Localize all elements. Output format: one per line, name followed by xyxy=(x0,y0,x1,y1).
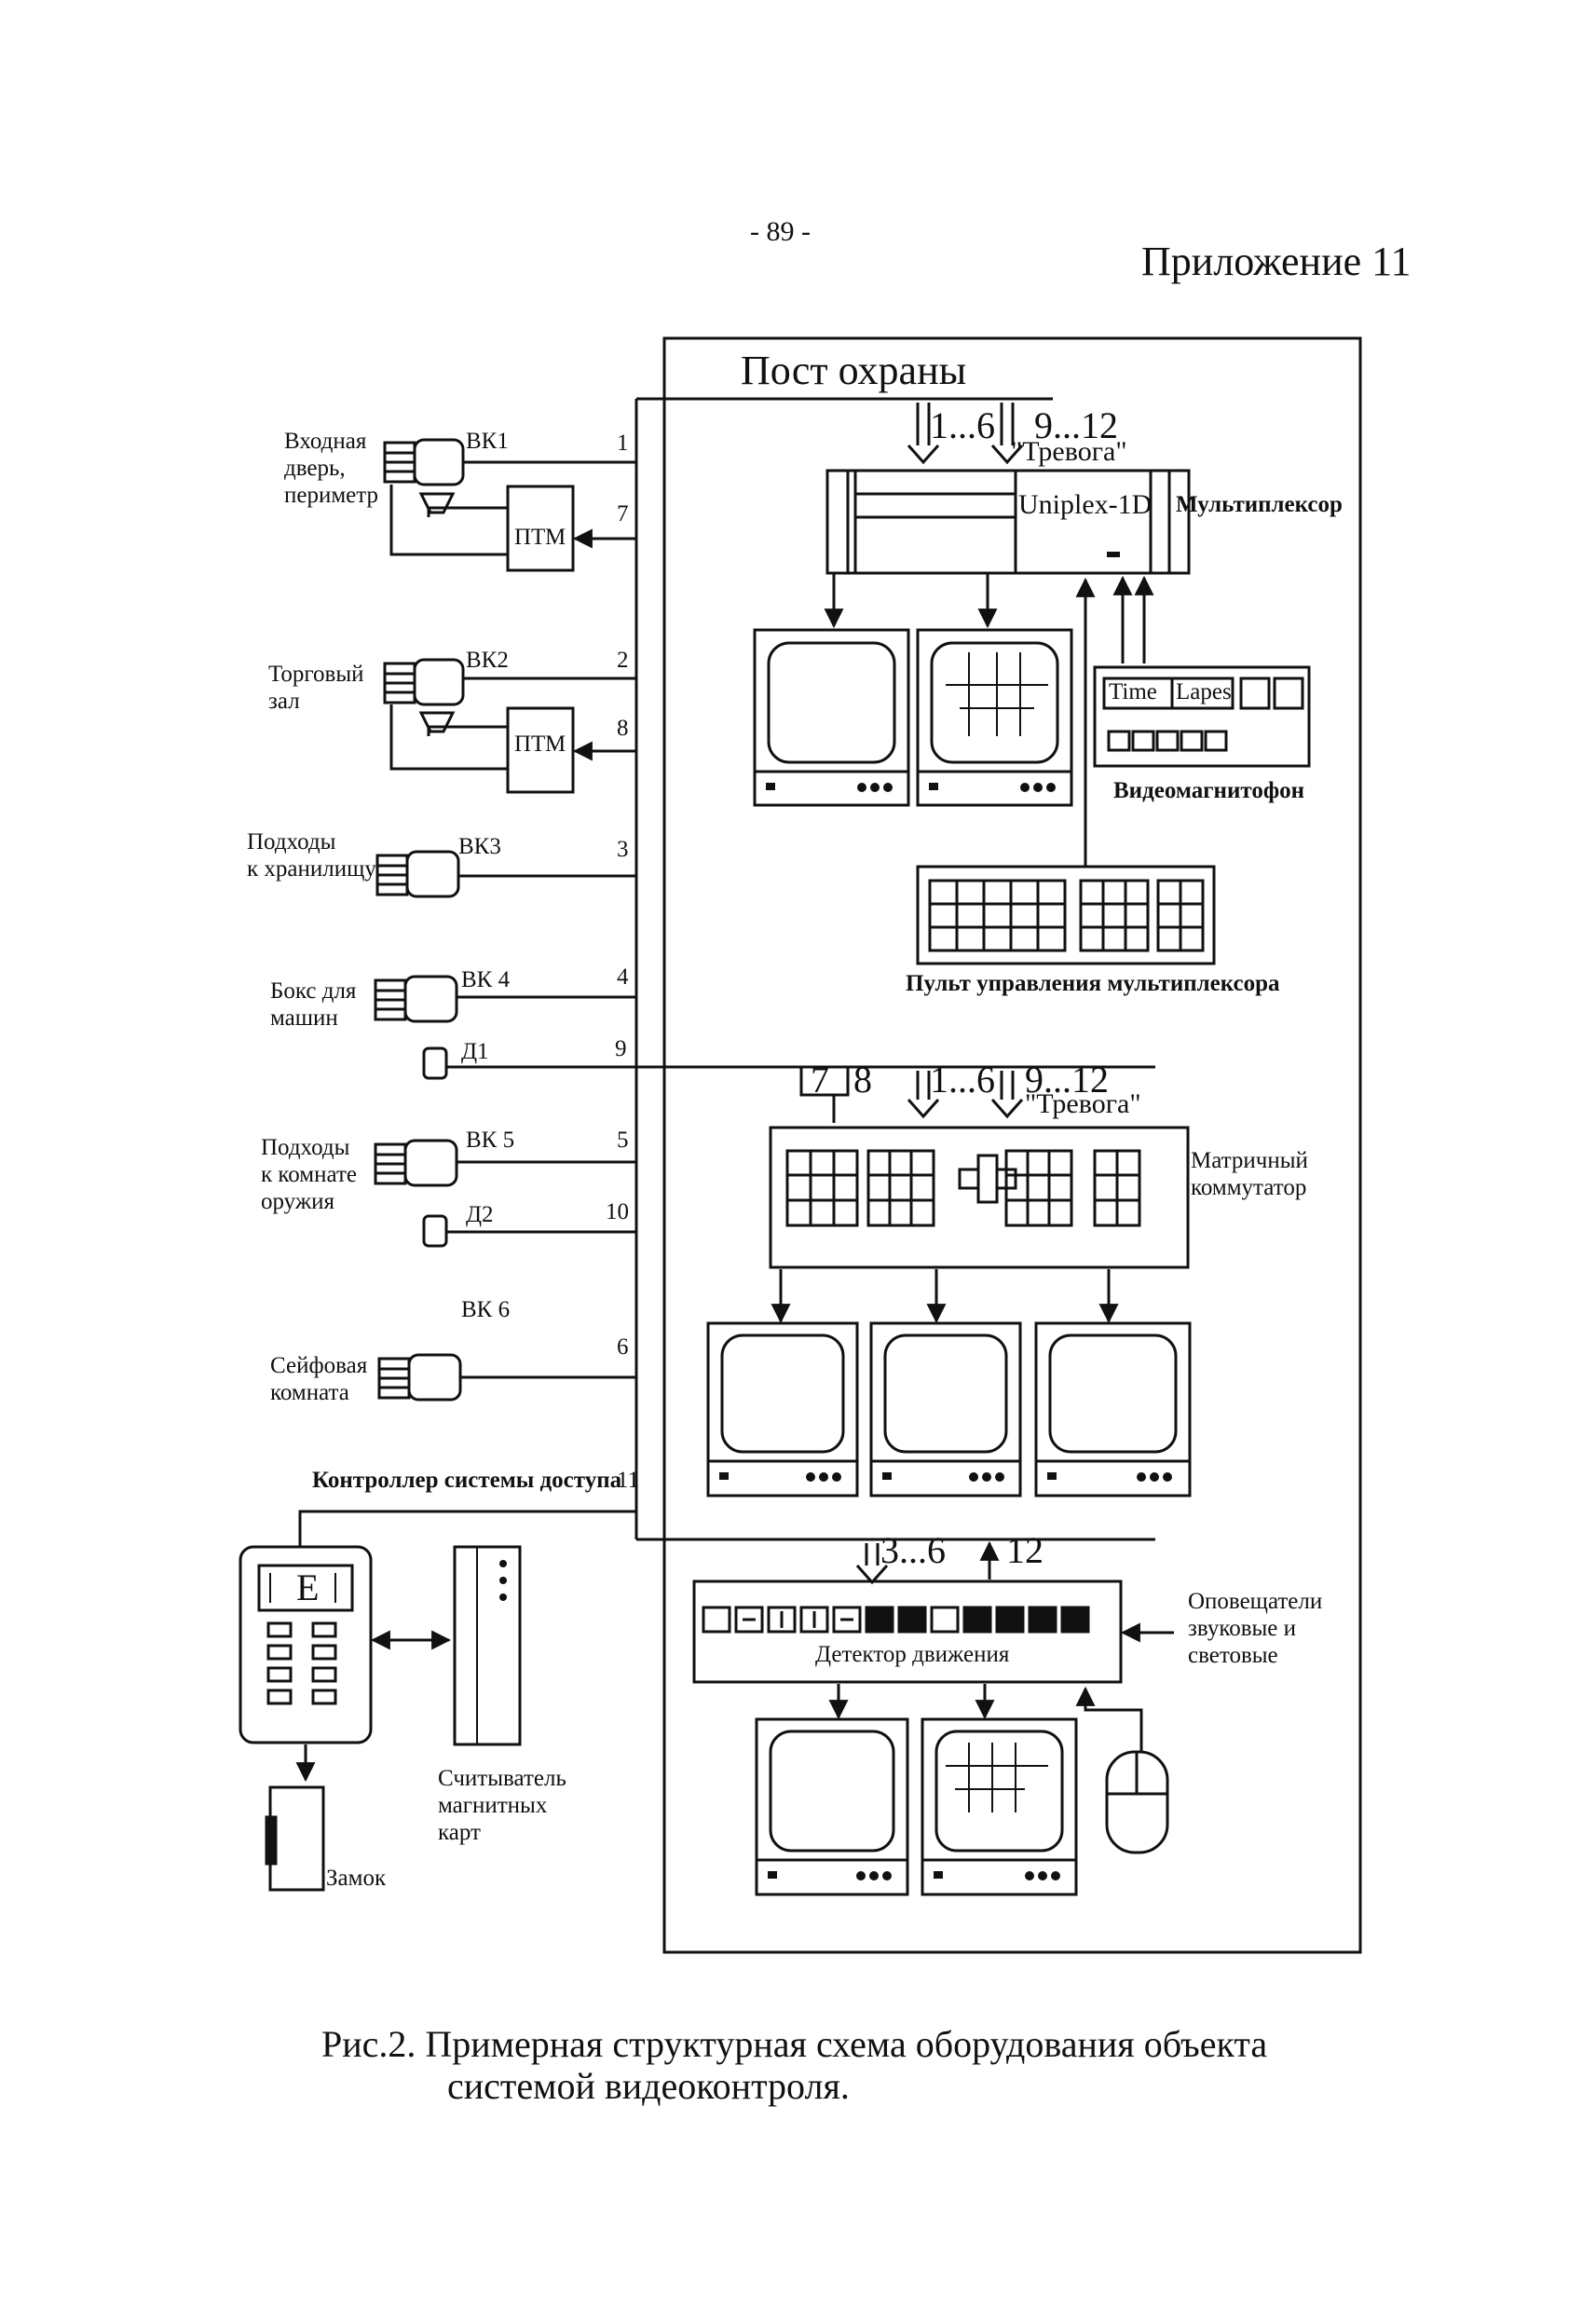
line-number-6: 6 xyxy=(617,1334,629,1360)
sensor-1-id: Д1 xyxy=(461,1039,489,1064)
ptm-1-label: ПТМ xyxy=(514,525,566,550)
mux-control-panel xyxy=(916,865,1216,965)
top-bus-sensors-label: 9...12 xyxy=(1034,404,1118,446)
multiplexer-model: Uniplex-1D xyxy=(1018,489,1153,520)
camera-2-icon xyxy=(383,658,465,733)
matrix-monitor-3-icon xyxy=(1034,1321,1192,1497)
vcr-label: Видеомагнитофон xyxy=(1113,778,1305,803)
monitor-1-icon xyxy=(753,628,910,807)
camera-4-id: ВК 4 xyxy=(461,967,511,992)
card-reader-icon xyxy=(453,1545,522,1746)
vcr-unit xyxy=(1093,665,1311,768)
motion-detector-label: Детектор движения xyxy=(815,1642,1010,1667)
sensor-1-icon xyxy=(422,1046,448,1080)
multiplexer-unit xyxy=(825,469,1191,575)
top-bus-cameras-label: 1...6 xyxy=(930,404,995,446)
camera-1-id: ВК1 xyxy=(466,429,509,454)
bottom-bus-out-label: 12 xyxy=(1006,1529,1044,1571)
mux-panel-label: Пульт управления мультиплексора xyxy=(906,971,1280,996)
matrix-monitor-1-icon xyxy=(706,1321,859,1497)
vcr-lapes-label: Lapes xyxy=(1176,679,1232,704)
camera-6-icon xyxy=(377,1353,462,1402)
top-bus-arrows xyxy=(907,403,1024,465)
camera-3-id: ВК3 xyxy=(458,834,501,859)
camera-5-id: ВК 5 xyxy=(466,1128,515,1153)
monitor-2-icon xyxy=(916,628,1073,807)
sensor-2-icon xyxy=(422,1214,448,1248)
keypad-display-text: E xyxy=(296,1566,320,1608)
mid-bus-alarm-label: "Тревога" xyxy=(1025,1088,1141,1119)
line-number-7: 7 xyxy=(617,501,629,526)
mid-bus-arrows xyxy=(799,1065,1024,1123)
mid-bus-sensors-label: 9...12 xyxy=(1025,1059,1109,1101)
ptm-1-box xyxy=(506,485,575,572)
detector-monitor-1-icon xyxy=(755,1717,909,1896)
security-post-frame xyxy=(662,336,1362,1954)
line-number-9: 9 xyxy=(615,1036,627,1061)
camera-6-id: ВК 6 xyxy=(461,1297,511,1322)
line-number-4: 4 xyxy=(617,964,629,990)
camera-1-icon xyxy=(383,438,465,514)
mid-bus-cameras-label: 1...6 xyxy=(930,1059,995,1101)
multiplexer-label: Мультиплексор xyxy=(1176,492,1343,517)
matrix-switcher-unit xyxy=(769,1126,1190,1269)
detector-monitor-2-icon xyxy=(921,1717,1078,1896)
ptm-2-label: ПТМ xyxy=(514,732,566,757)
vcr-time-label: Time xyxy=(1109,679,1157,704)
line-number-11: 11 xyxy=(617,1468,640,1493)
camera-4-icon xyxy=(374,975,458,1023)
figure-caption-line-1: Рис.2. Примерная структурная схема обору… xyxy=(321,2023,1268,2065)
post-title: Пост охраны xyxy=(741,348,967,393)
top-bus-alarm-label: "Тревога" xyxy=(1011,436,1127,467)
camera-5-icon xyxy=(374,1139,458,1187)
camera-3-icon xyxy=(375,850,460,898)
figure-caption-line-2: системой видеоконтроля. xyxy=(447,2065,850,2107)
camera-2-id: ВК2 xyxy=(466,648,509,673)
line-number-3: 3 xyxy=(617,837,629,862)
line-number-5: 5 xyxy=(617,1128,629,1153)
bottom-bus-in-label: 3...6 xyxy=(880,1529,946,1571)
appendix-title: Приложение 11 xyxy=(1141,239,1412,284)
line-number-8: 8 xyxy=(617,716,629,741)
page-number: - 89 - xyxy=(750,216,811,247)
matrix-monitor-2-icon xyxy=(869,1321,1022,1497)
line-number-1: 1 xyxy=(617,431,629,456)
line-number-2: 2 xyxy=(617,648,629,673)
mouse-icon xyxy=(1105,1750,1169,1854)
mid-bus-ptm-8-label: 8 xyxy=(853,1059,872,1101)
sensor-2-id: Д2 xyxy=(466,1202,494,1227)
main-bus xyxy=(634,397,1155,1541)
mid-bus-ptm-7-label: 7 xyxy=(811,1059,829,1101)
lock-icon xyxy=(265,1785,325,1892)
access-controller-label: Контроллер системы доступа xyxy=(312,1468,622,1493)
lock-label: Замок xyxy=(326,1866,387,1891)
line-number-10: 10 xyxy=(606,1199,629,1224)
bottom-bus-arrows xyxy=(855,1540,1000,1585)
